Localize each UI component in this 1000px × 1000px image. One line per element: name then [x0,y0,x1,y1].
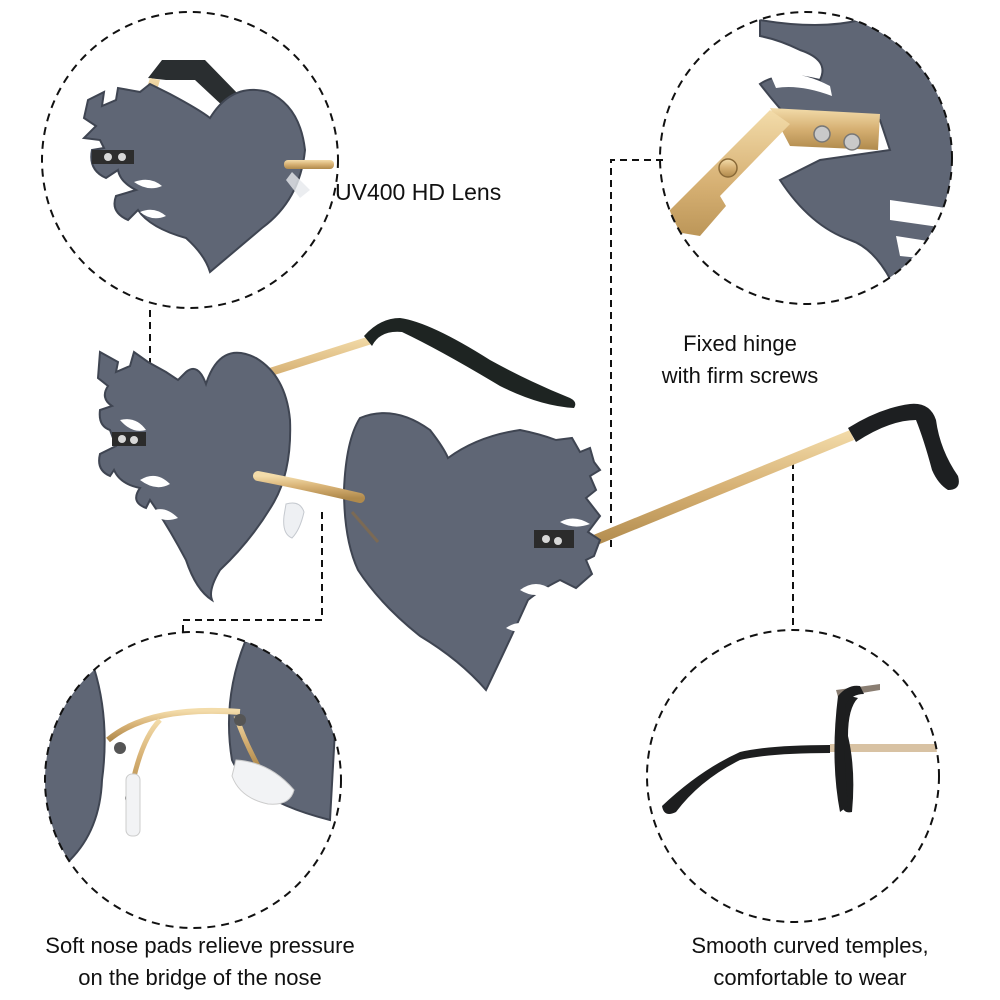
sunglasses-product-image [96,318,959,692]
feature-label-nose: Soft nose pads relieve pressure on the b… [0,930,400,994]
hinge-label-line1: Fixed hinge [683,331,797,356]
lens-label-text: UV400 HD Lens [335,179,502,205]
feature-label-temple: Smooth curved temples, comfortable to we… [620,930,1000,994]
left-lens [96,350,292,603]
feature-label-hinge: Fixed hinge with firm screws [630,328,850,392]
detail-circle-nose [44,631,342,929]
detail-circle-hinge [659,11,953,305]
feature-label-lens: UV400 HD Lens [335,176,501,208]
temple-label-line1: Smooth curved temples, [691,933,929,958]
nose-label-line2: on the bridge of the nose [78,965,322,990]
nose-label-line1: Soft nose pads relieve pressure [45,933,355,958]
connector-hinge [610,159,663,548]
hinge-label-line2: with firm screws [661,363,819,388]
connector-nose [182,512,323,634]
detail-circle-temple [646,629,940,923]
temple-label-line2: comfortable to wear [713,965,907,990]
detail-circle-lens [41,11,339,309]
heart-lens-icon [81,82,307,274]
connector-lines [149,159,794,634]
right-lens [342,412,602,692]
